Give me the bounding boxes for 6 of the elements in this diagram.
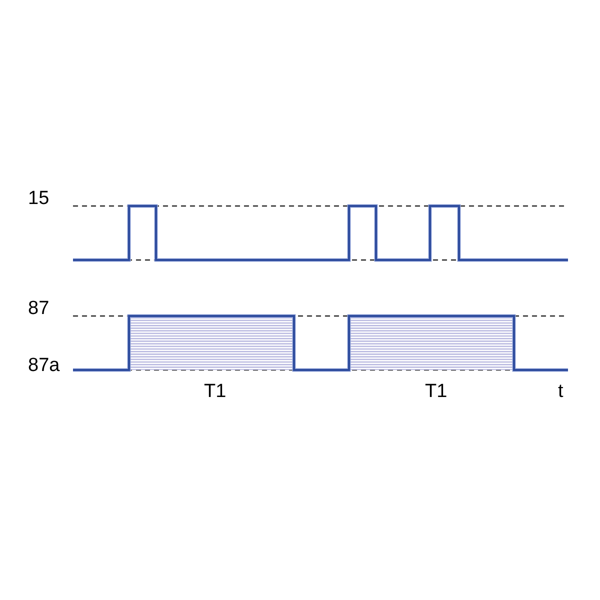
interval-label: T1 <box>425 382 448 402</box>
interval-label: T1 <box>204 382 226 402</box>
signal-label: 87 <box>28 299 50 319</box>
signal-label: 15 <box>28 189 50 209</box>
time-axis-label: t <box>558 382 564 402</box>
signal-label: 87a <box>28 356 60 376</box>
